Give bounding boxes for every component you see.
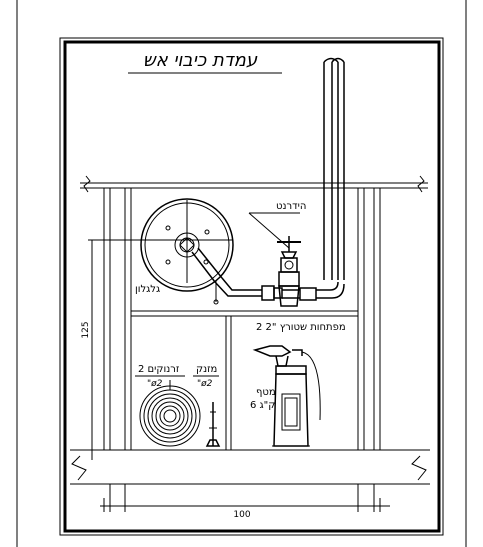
floor-slab (70, 449, 430, 485)
hydrant-valve (248, 212, 301, 307)
fire-extinguisher (252, 345, 321, 447)
page-border (16, 0, 467, 547)
width-dimension-label: 100 (233, 510, 250, 520)
hoses-label: 2 זרנוקים (138, 364, 180, 375)
nozzle-size-label: "ø2 (197, 379, 213, 389)
hose-reel (97, 198, 234, 292)
width-dimension (100, 484, 390, 512)
height-dimension (88, 239, 100, 460)
height-dimension-label: 125 (81, 321, 91, 338)
extinguisher-weight-label: 6 ק"ג (250, 400, 275, 411)
hoses-size-label: "ø2 (147, 379, 163, 389)
riser-pipe (323, 57, 345, 280)
hydrant-label: הידרנט (276, 201, 306, 212)
nozzle-label: מזנק (196, 364, 217, 375)
ceiling-line (80, 175, 428, 193)
cabinet-shelf (131, 310, 358, 450)
reel-label: גלגלון (135, 284, 160, 295)
coiled-hose (139, 380, 201, 447)
nozzle (205, 402, 221, 447)
keys-label: 2 מפתחות שטורץ "2 (256, 322, 346, 333)
drawing-title: עמדת כיבוי אש (143, 50, 258, 71)
cabinet-walls (103, 188, 381, 450)
extinguisher-label: מטף (256, 387, 276, 398)
connecting-pipe (213, 277, 345, 305)
drawing-frame (59, 37, 444, 536)
